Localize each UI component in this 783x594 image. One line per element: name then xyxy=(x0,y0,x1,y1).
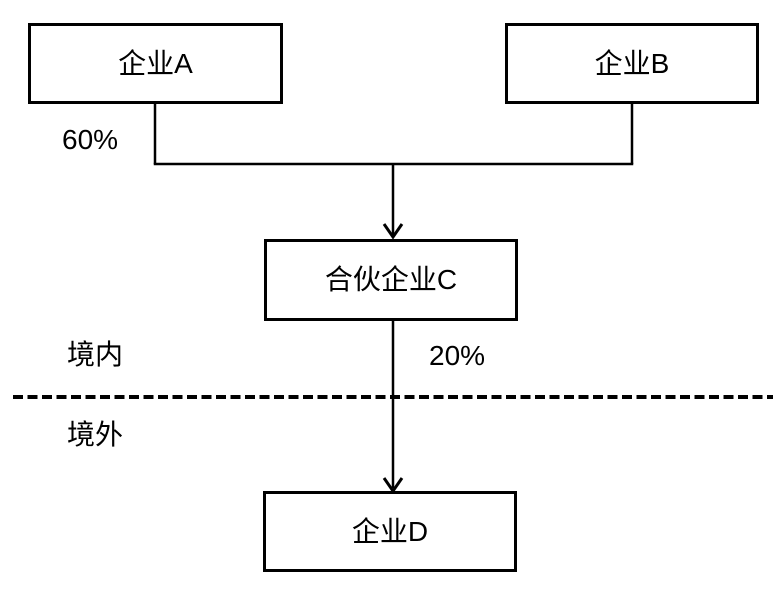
node-partnership-c-label: 合伙企业C xyxy=(324,264,458,295)
node-partnership-c: 合伙企业C xyxy=(264,239,518,321)
edge-into-c-arrowhead xyxy=(382,223,404,240)
node-company-a: 企业A xyxy=(28,23,283,104)
node-company-d: 企业D xyxy=(263,491,517,572)
node-company-b-label: 企业B xyxy=(594,47,670,79)
region-label-onshore: 境内 xyxy=(67,339,124,370)
region-label-offshore: 境外 xyxy=(67,419,124,450)
ownership-label-20pct: 20% xyxy=(429,340,486,371)
node-company-d-label: 企业D xyxy=(351,515,429,547)
node-company-a-label: 企业A xyxy=(118,47,193,79)
ownership-label-60pct: 60% xyxy=(62,124,119,155)
node-company-b: 企业B xyxy=(505,23,759,104)
